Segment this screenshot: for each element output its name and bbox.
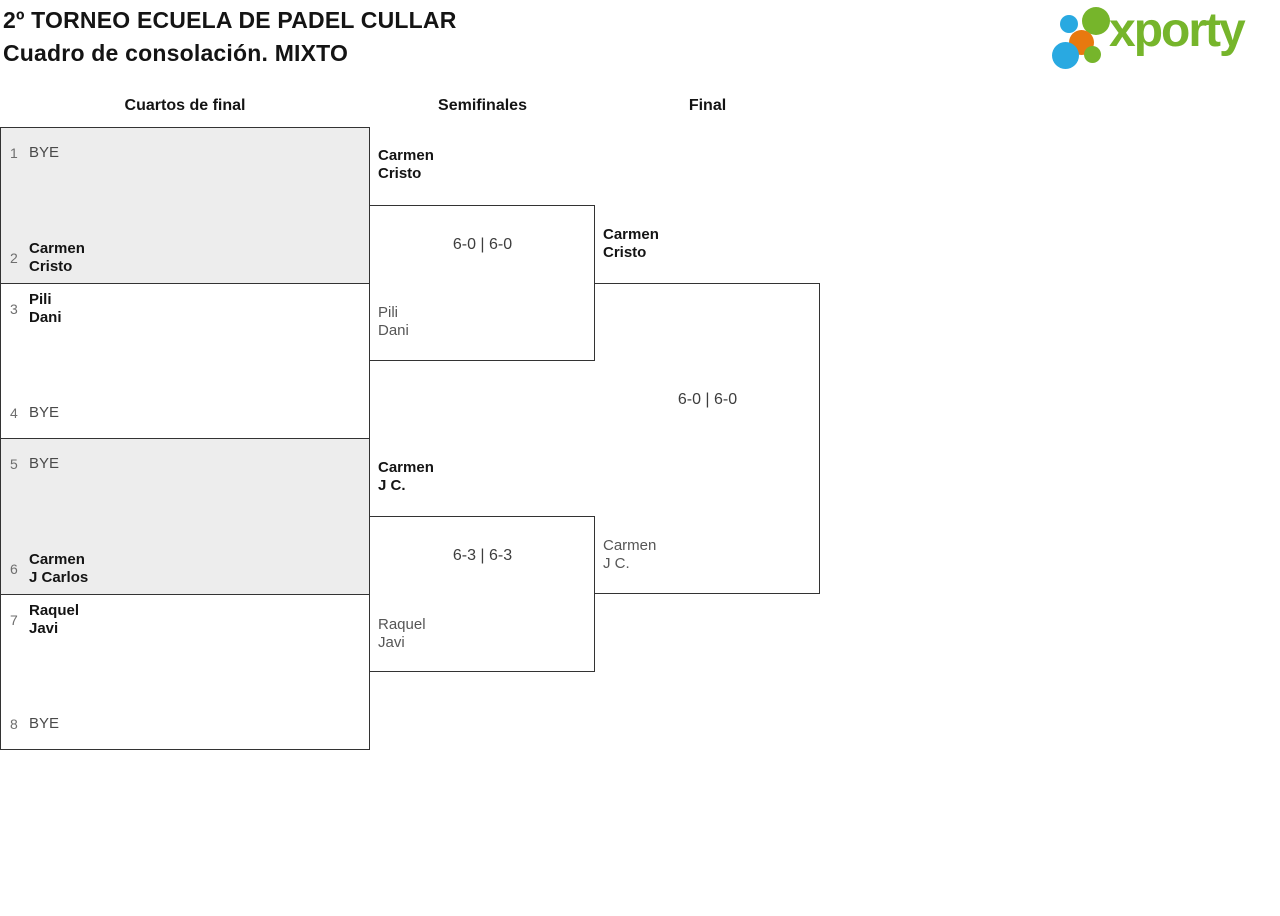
team-name-bye: BYE <box>29 144 59 162</box>
team-name: Raquel Javi <box>29 602 79 638</box>
team-line: J C. <box>378 477 406 494</box>
team-line: Carmen <box>603 537 657 554</box>
team-line: Pili <box>29 290 52 308</box>
seed-number: 6 <box>10 560 18 577</box>
team-name-bye: BYE <box>29 715 59 733</box>
seed-number: 2 <box>10 249 18 266</box>
team-line: J Carlos <box>29 568 89 586</box>
final-team-top: Carmen Cristo <box>603 226 659 262</box>
sf2-team-top: Carmen J C. <box>378 459 434 495</box>
team-line: Carmen <box>378 147 434 164</box>
team-line: Carmen <box>603 226 659 243</box>
team-line: Javi <box>29 619 59 637</box>
team-name: Carmen Cristo <box>29 240 85 276</box>
tournament-subtitle: Cuadro de consolación. MIXTO <box>3 40 349 66</box>
page-header: 2º TORNEO ECUELA DE PADEL CULLAR Cuadro … <box>3 4 457 70</box>
seed-number: 8 <box>10 716 18 732</box>
seed-number: 4 <box>10 405 18 421</box>
sf1-team-bottom: Pili Dani <box>378 304 409 340</box>
team-line: Pili <box>378 304 399 321</box>
team-line: Dani <box>378 322 409 339</box>
qf-slot-8: 8 BYE <box>1 699 369 749</box>
team-line: Carmen <box>378 459 434 476</box>
team-line: Raquel <box>378 616 426 633</box>
logo-wordmark: xporty <box>1109 4 1246 57</box>
qf-match-1: 1 BYE 2 Carmen Cristo <box>1 128 369 284</box>
team-line: Cristo <box>29 257 73 275</box>
team-line: Dani <box>29 308 62 326</box>
sf-match-1-box <box>370 205 595 361</box>
round-header-quarterfinals: Cuartos de final <box>124 97 246 114</box>
seed-number: 5 <box>10 456 18 472</box>
team-name: Carmen J Carlos <box>29 551 88 587</box>
qf-slot-4: 4 BYE <box>1 388 369 438</box>
qf-slot-6: 6 Carmen J Carlos <box>1 544 369 594</box>
final-score: 6-0 | 6-0 <box>677 391 738 408</box>
team-line: Cristo <box>603 244 647 261</box>
team-line: BYE <box>29 404 60 421</box>
qf-match-3: 5 BYE 6 Carmen J Carlos <box>1 439 369 595</box>
logo-dot-blue-small-icon <box>1060 15 1078 33</box>
logo-dot-blue-large-icon <box>1052 42 1079 69</box>
tournament-title: 2º TORNEO ECUELA DE PADEL CULLAR <box>3 7 457 33</box>
qf-slot-5: 5 BYE <box>1 439 369 489</box>
qf-slot-7: 7 Raquel Javi <box>1 595 369 645</box>
sf1-team-top: Carmen Cristo <box>378 147 434 183</box>
team-name-bye: BYE <box>29 455 59 473</box>
qf-match-2: 3 Pili Dani 4 BYE <box>1 283 369 439</box>
round-header-final: Final <box>688 97 727 114</box>
team-line: Cristo <box>378 165 422 182</box>
team-name: Pili Dani <box>29 291 62 327</box>
team-name-bye: BYE <box>29 404 59 422</box>
team-line: Carmen <box>29 550 85 568</box>
round-header-semifinals: Semifinales <box>438 97 527 114</box>
qf-slot-2: 2 Carmen Cristo <box>1 233 369 283</box>
team-line: BYE <box>29 144 60 161</box>
team-line: BYE <box>29 715 60 732</box>
seed-number: 3 <box>10 300 18 317</box>
team-line: BYE <box>29 455 60 472</box>
final-team-bottom: Carmen J C. <box>603 537 656 573</box>
team-line: Raquel <box>29 601 80 619</box>
xporty-logo[interactable]: xporty <box>1050 3 1276 73</box>
sf2-team-bottom: Raquel Javi <box>378 616 426 652</box>
team-line: Javi <box>378 634 405 651</box>
sf2-score: 6-3 | 6-3 <box>452 547 513 564</box>
team-line: Carmen <box>29 239 85 257</box>
seed-number: 1 <box>10 145 18 161</box>
logo-dot-green-small-icon <box>1084 46 1101 63</box>
sf1-score: 6-0 | 6-0 <box>452 236 513 253</box>
sf-match-2-box <box>370 516 595 672</box>
seed-number: 7 <box>10 611 18 628</box>
quarterfinals-column: 1 BYE 2 Carmen Cristo 3 Pili Dani <box>0 127 370 750</box>
final-match-box <box>595 283 820 594</box>
qf-slot-3: 3 Pili Dani <box>1 284 369 334</box>
qf-slot-1: 1 BYE <box>1 128 369 178</box>
qf-match-4: 7 Raquel Javi 8 BYE <box>1 594 369 749</box>
team-line: J C. <box>603 555 630 572</box>
